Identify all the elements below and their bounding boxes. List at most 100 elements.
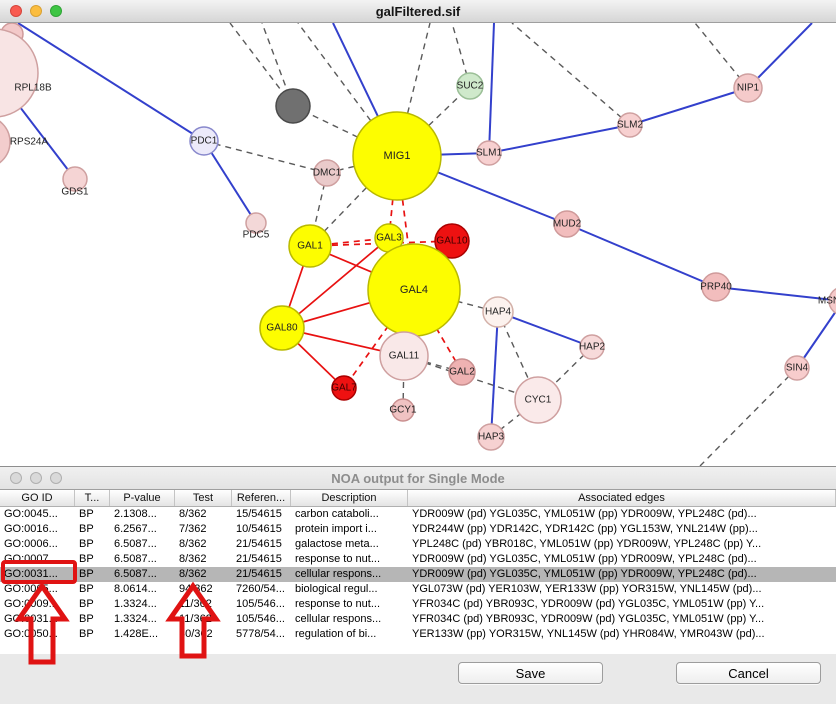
graph-edge-pd_hl[interactable] bbox=[343, 289, 415, 389]
graph-node-unnamed-2[interactable] bbox=[275, 88, 311, 124]
graph-node-CYC1[interactable]: CYC1 bbox=[514, 376, 562, 424]
graph-edge-pd[interactable] bbox=[203, 140, 328, 174]
table-cell: 6.5087... bbox=[114, 553, 157, 565]
graph-node-PDC5[interactable]: PDC5 bbox=[243, 212, 270, 241]
table-cell: YPL248C (pd) YBR018C, YML051W (pp) YDR00… bbox=[412, 538, 762, 550]
table-cell: response to nut... bbox=[295, 598, 380, 610]
table-cell: GO:0006... bbox=[4, 538, 58, 550]
network-window-titlebar[interactable]: galFiltered.sif bbox=[0, 0, 836, 23]
column-header-referen-[interactable]: Referen... bbox=[232, 490, 291, 506]
graph-node-GAL4[interactable]: GAL4 bbox=[367, 243, 461, 337]
zoom-button[interactable] bbox=[50, 5, 62, 17]
column-header-t-[interactable]: T... bbox=[75, 490, 110, 506]
table-cell: YDR009W (pd) YGL035C, YML051W (pp) YDR00… bbox=[412, 568, 757, 580]
table-cell: galactose meta... bbox=[295, 538, 379, 550]
table-cell: 21/54615 bbox=[236, 568, 282, 580]
node-circle bbox=[275, 88, 311, 124]
column-header-associated-edges[interactable]: Associated edges bbox=[408, 490, 836, 506]
graph-node-GAL7[interactable]: GAL7 bbox=[331, 375, 357, 401]
graph-node-HAP3[interactable]: HAP3 bbox=[477, 423, 505, 451]
graph-node-PRP40[interactable]: PRP40 bbox=[700, 272, 732, 302]
noa-window-titlebar[interactable]: NOA output for Single Mode bbox=[0, 466, 836, 490]
graph-edge-pp_hl[interactable] bbox=[281, 237, 390, 329]
graph-edge-pp[interactable] bbox=[566, 223, 717, 288]
table-cell: YDR244W (pp) YDR142C, YDR142C (pp) YGL15… bbox=[412, 523, 758, 535]
graph-node-GAL1[interactable]: GAL1 bbox=[288, 224, 332, 268]
table-cell: YFR034C (pd) YBR093C, YDR009W (pd) YGL03… bbox=[412, 598, 765, 610]
graph-node-GDS1[interactable]: GDS1 bbox=[61, 166, 89, 198]
graph-edge-pd[interactable] bbox=[699, 367, 798, 466]
graph-edge-pd[interactable] bbox=[511, 23, 631, 126]
graph-node-RPS24A[interactable]: RPS24A bbox=[0, 116, 49, 168]
node-circle bbox=[259, 305, 305, 351]
graph-node-MIG1[interactable]: MIG1 bbox=[352, 111, 442, 201]
graph-node-SLM1[interactable]: SLM1 bbox=[476, 140, 503, 166]
graph-node-GCY1[interactable]: GCY1 bbox=[389, 398, 417, 422]
graph-node-GAL11[interactable]: GAL11 bbox=[379, 331, 429, 381]
graph-edge-pp[interactable] bbox=[497, 311, 593, 348]
node-circle bbox=[733, 73, 763, 103]
graph-node-GAL2[interactable]: GAL2 bbox=[448, 358, 476, 386]
table-cell: 7260/54... bbox=[236, 583, 285, 595]
column-header-test[interactable]: Test bbox=[175, 490, 232, 506]
graph-node-GAL80[interactable]: GAL80 bbox=[259, 305, 305, 351]
table-cell: 8/362 bbox=[179, 538, 207, 550]
column-header-go-id[interactable]: GO ID bbox=[0, 490, 75, 506]
column-header-description[interactable]: Description bbox=[291, 490, 408, 506]
graph-node-MUD2[interactable]: MUD2 bbox=[553, 210, 582, 238]
table-cell: 21/54615 bbox=[236, 553, 282, 565]
graph-node-PDC1[interactable]: PDC1 bbox=[189, 126, 219, 156]
graph-node-SUC2[interactable]: SUC2 bbox=[456, 72, 484, 100]
graph-edge-pd[interactable] bbox=[292, 105, 398, 157]
graph-node-NIP1[interactable]: NIP1 bbox=[733, 73, 763, 103]
table-cell: GO:0031... bbox=[4, 568, 58, 580]
minimize-button[interactable] bbox=[30, 472, 42, 484]
graph-node-HAP2[interactable]: HAP2 bbox=[579, 334, 606, 360]
graph-node-SLM2[interactable]: SLM2 bbox=[617, 112, 644, 138]
zoom-button[interactable] bbox=[50, 472, 62, 484]
table-cell: YFR034C (pd) YBR093C, YDR009W (pd) YGL03… bbox=[412, 613, 765, 625]
column-header-p-value[interactable]: P-value bbox=[110, 490, 175, 506]
node-circle bbox=[391, 398, 415, 422]
table-cell: BP bbox=[79, 553, 94, 565]
graph-node-DMC1[interactable]: DMC1 bbox=[313, 159, 342, 187]
close-button[interactable] bbox=[10, 5, 22, 17]
graph-edge-pp[interactable] bbox=[747, 23, 813, 89]
table-cell: carbon cataboli... bbox=[295, 508, 379, 520]
minimize-button[interactable] bbox=[30, 5, 42, 17]
close-button[interactable] bbox=[10, 472, 22, 484]
table-cell: 1.3324... bbox=[114, 598, 157, 610]
graph-edge-pp[interactable] bbox=[203, 140, 257, 224]
node-circle bbox=[0, 120, 11, 164]
table-cell: GO:0016... bbox=[4, 523, 58, 535]
graph-edge-pp[interactable] bbox=[715, 286, 836, 302]
graph-edge-pp[interactable] bbox=[17, 23, 205, 142]
graph-edge-pp[interactable] bbox=[488, 124, 631, 154]
table-cell: 8/362 bbox=[179, 553, 207, 565]
graph-node-RPL18B[interactable]: RPL18B bbox=[0, 28, 52, 118]
graph-edge-pp[interactable] bbox=[490, 311, 499, 438]
table-cell: 15/54615 bbox=[236, 508, 282, 520]
graph-edge-pp[interactable] bbox=[629, 87, 749, 126]
table-cell: 105/546... bbox=[236, 598, 285, 610]
table-cell: response to nut... bbox=[295, 553, 380, 565]
graph-edge-pp[interactable] bbox=[488, 23, 495, 154]
graph-node-HAP4[interactable]: HAP4 bbox=[482, 296, 514, 328]
table-cell: 21/54615 bbox=[236, 538, 282, 550]
graph-node-MSN[interactable]: MSN bbox=[818, 287, 836, 315]
save-button[interactable]: Save bbox=[458, 662, 603, 684]
node-circle bbox=[0, 28, 39, 118]
cancel-button[interactable]: Cancel bbox=[676, 662, 821, 684]
graph-node-SIN4[interactable]: SIN4 bbox=[784, 355, 810, 381]
